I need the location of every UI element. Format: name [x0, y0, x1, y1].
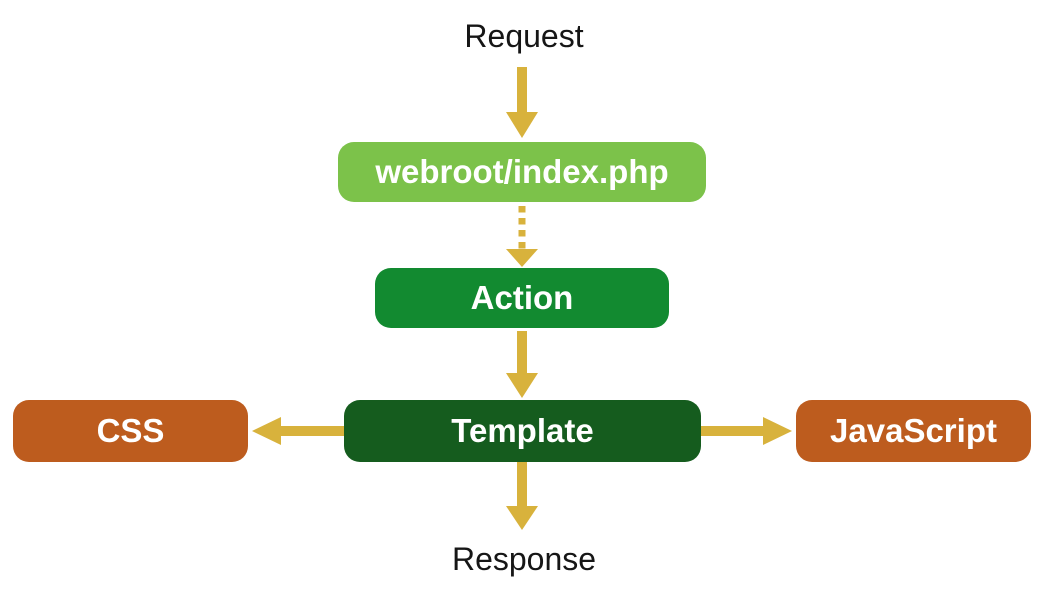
arrow-webroot-to-action-dotted [506, 206, 538, 267]
node-webroot-index-php: webroot/index.php [338, 142, 706, 202]
arrow-template-to-response [506, 462, 538, 530]
node-template: Template [344, 400, 701, 462]
arrow-action-to-template [506, 331, 538, 398]
node-javascript: JavaScript [796, 400, 1031, 462]
node-css: CSS [13, 400, 248, 462]
arrow-template-to-css [252, 417, 344, 445]
request-label: Request [464, 18, 584, 54]
arrow-template-to-javascript [701, 417, 792, 445]
arrow-request-to-webroot [506, 67, 538, 138]
node-action: Action [375, 268, 669, 328]
response-label: Response [451, 541, 597, 577]
